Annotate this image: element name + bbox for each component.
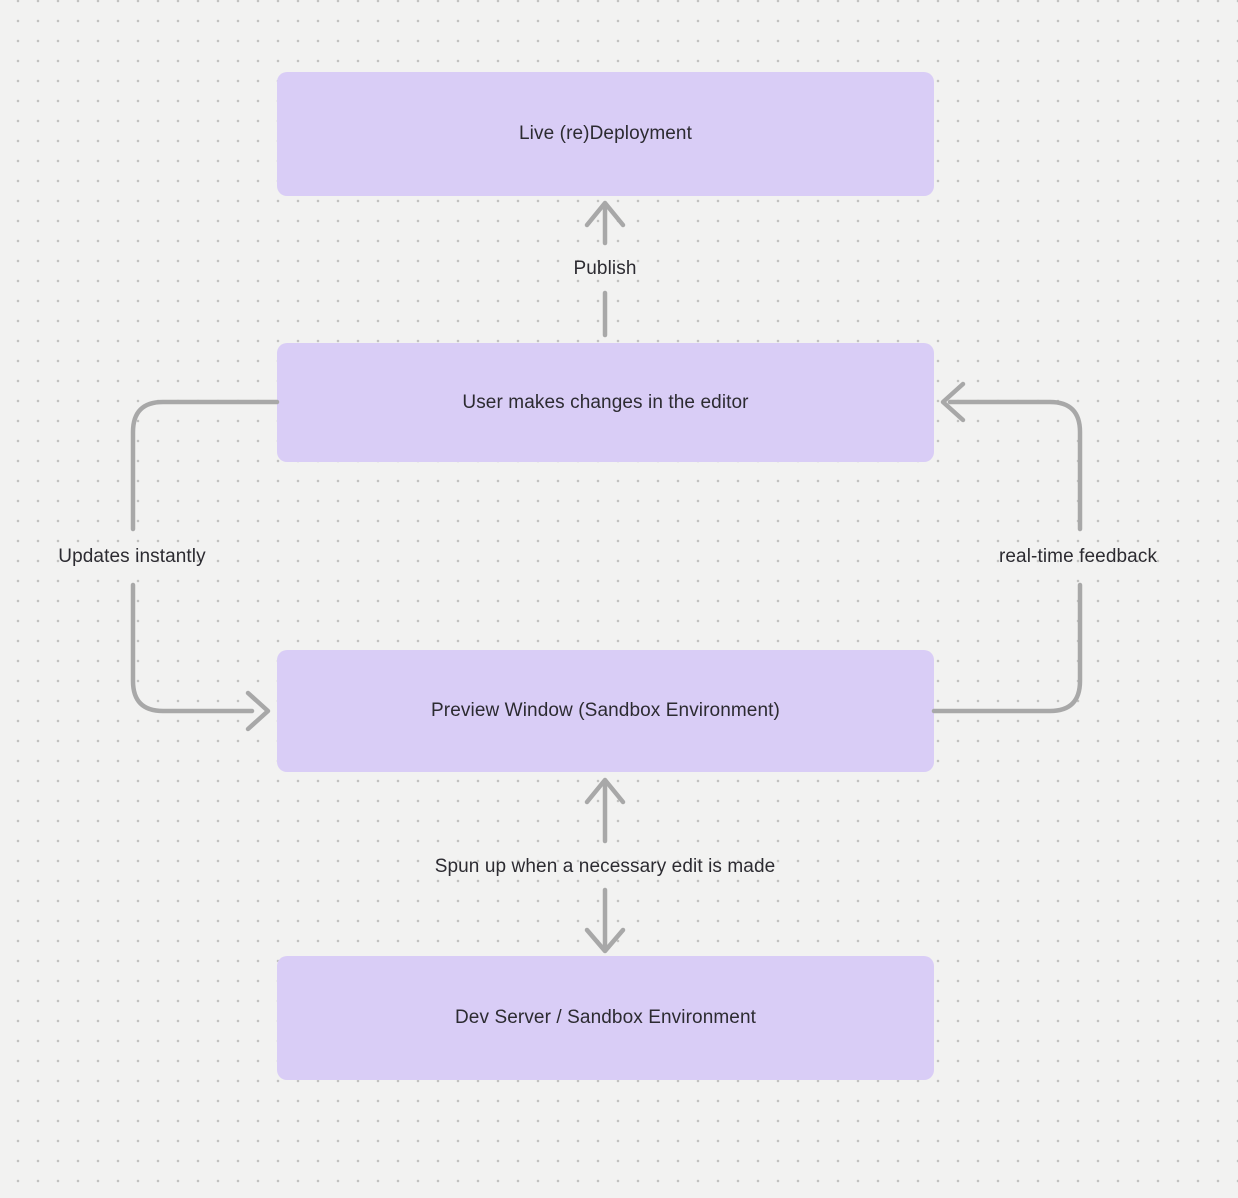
edge-label-spun-up: Spun up when a necessary edit is made bbox=[434, 856, 776, 877]
node-preview-window-label: Preview Window (Sandbox Environment) bbox=[431, 700, 780, 721]
node-live-deployment[interactable]: Live (re)Deployment bbox=[277, 72, 934, 196]
edge-label-realtime-feedback: real-time feedback bbox=[998, 546, 1158, 567]
node-editor-changes-label: User makes changes in the editor bbox=[462, 391, 749, 413]
edge-label-publish: Publish bbox=[573, 258, 637, 279]
node-editor-changes[interactable]: User makes changes in the editor bbox=[277, 343, 934, 462]
edge-label-updates-instantly: Updates instantly bbox=[58, 546, 206, 567]
node-live-deployment-label: Live (re)Deployment bbox=[519, 123, 692, 144]
node-preview-window[interactable]: Preview Window (Sandbox Environment) bbox=[277, 650, 934, 772]
node-dev-server-label: Dev Server / Sandbox Environment bbox=[454, 1007, 756, 1028]
node-dev-server[interactable]: Dev Server / Sandbox Environment bbox=[277, 956, 934, 1080]
